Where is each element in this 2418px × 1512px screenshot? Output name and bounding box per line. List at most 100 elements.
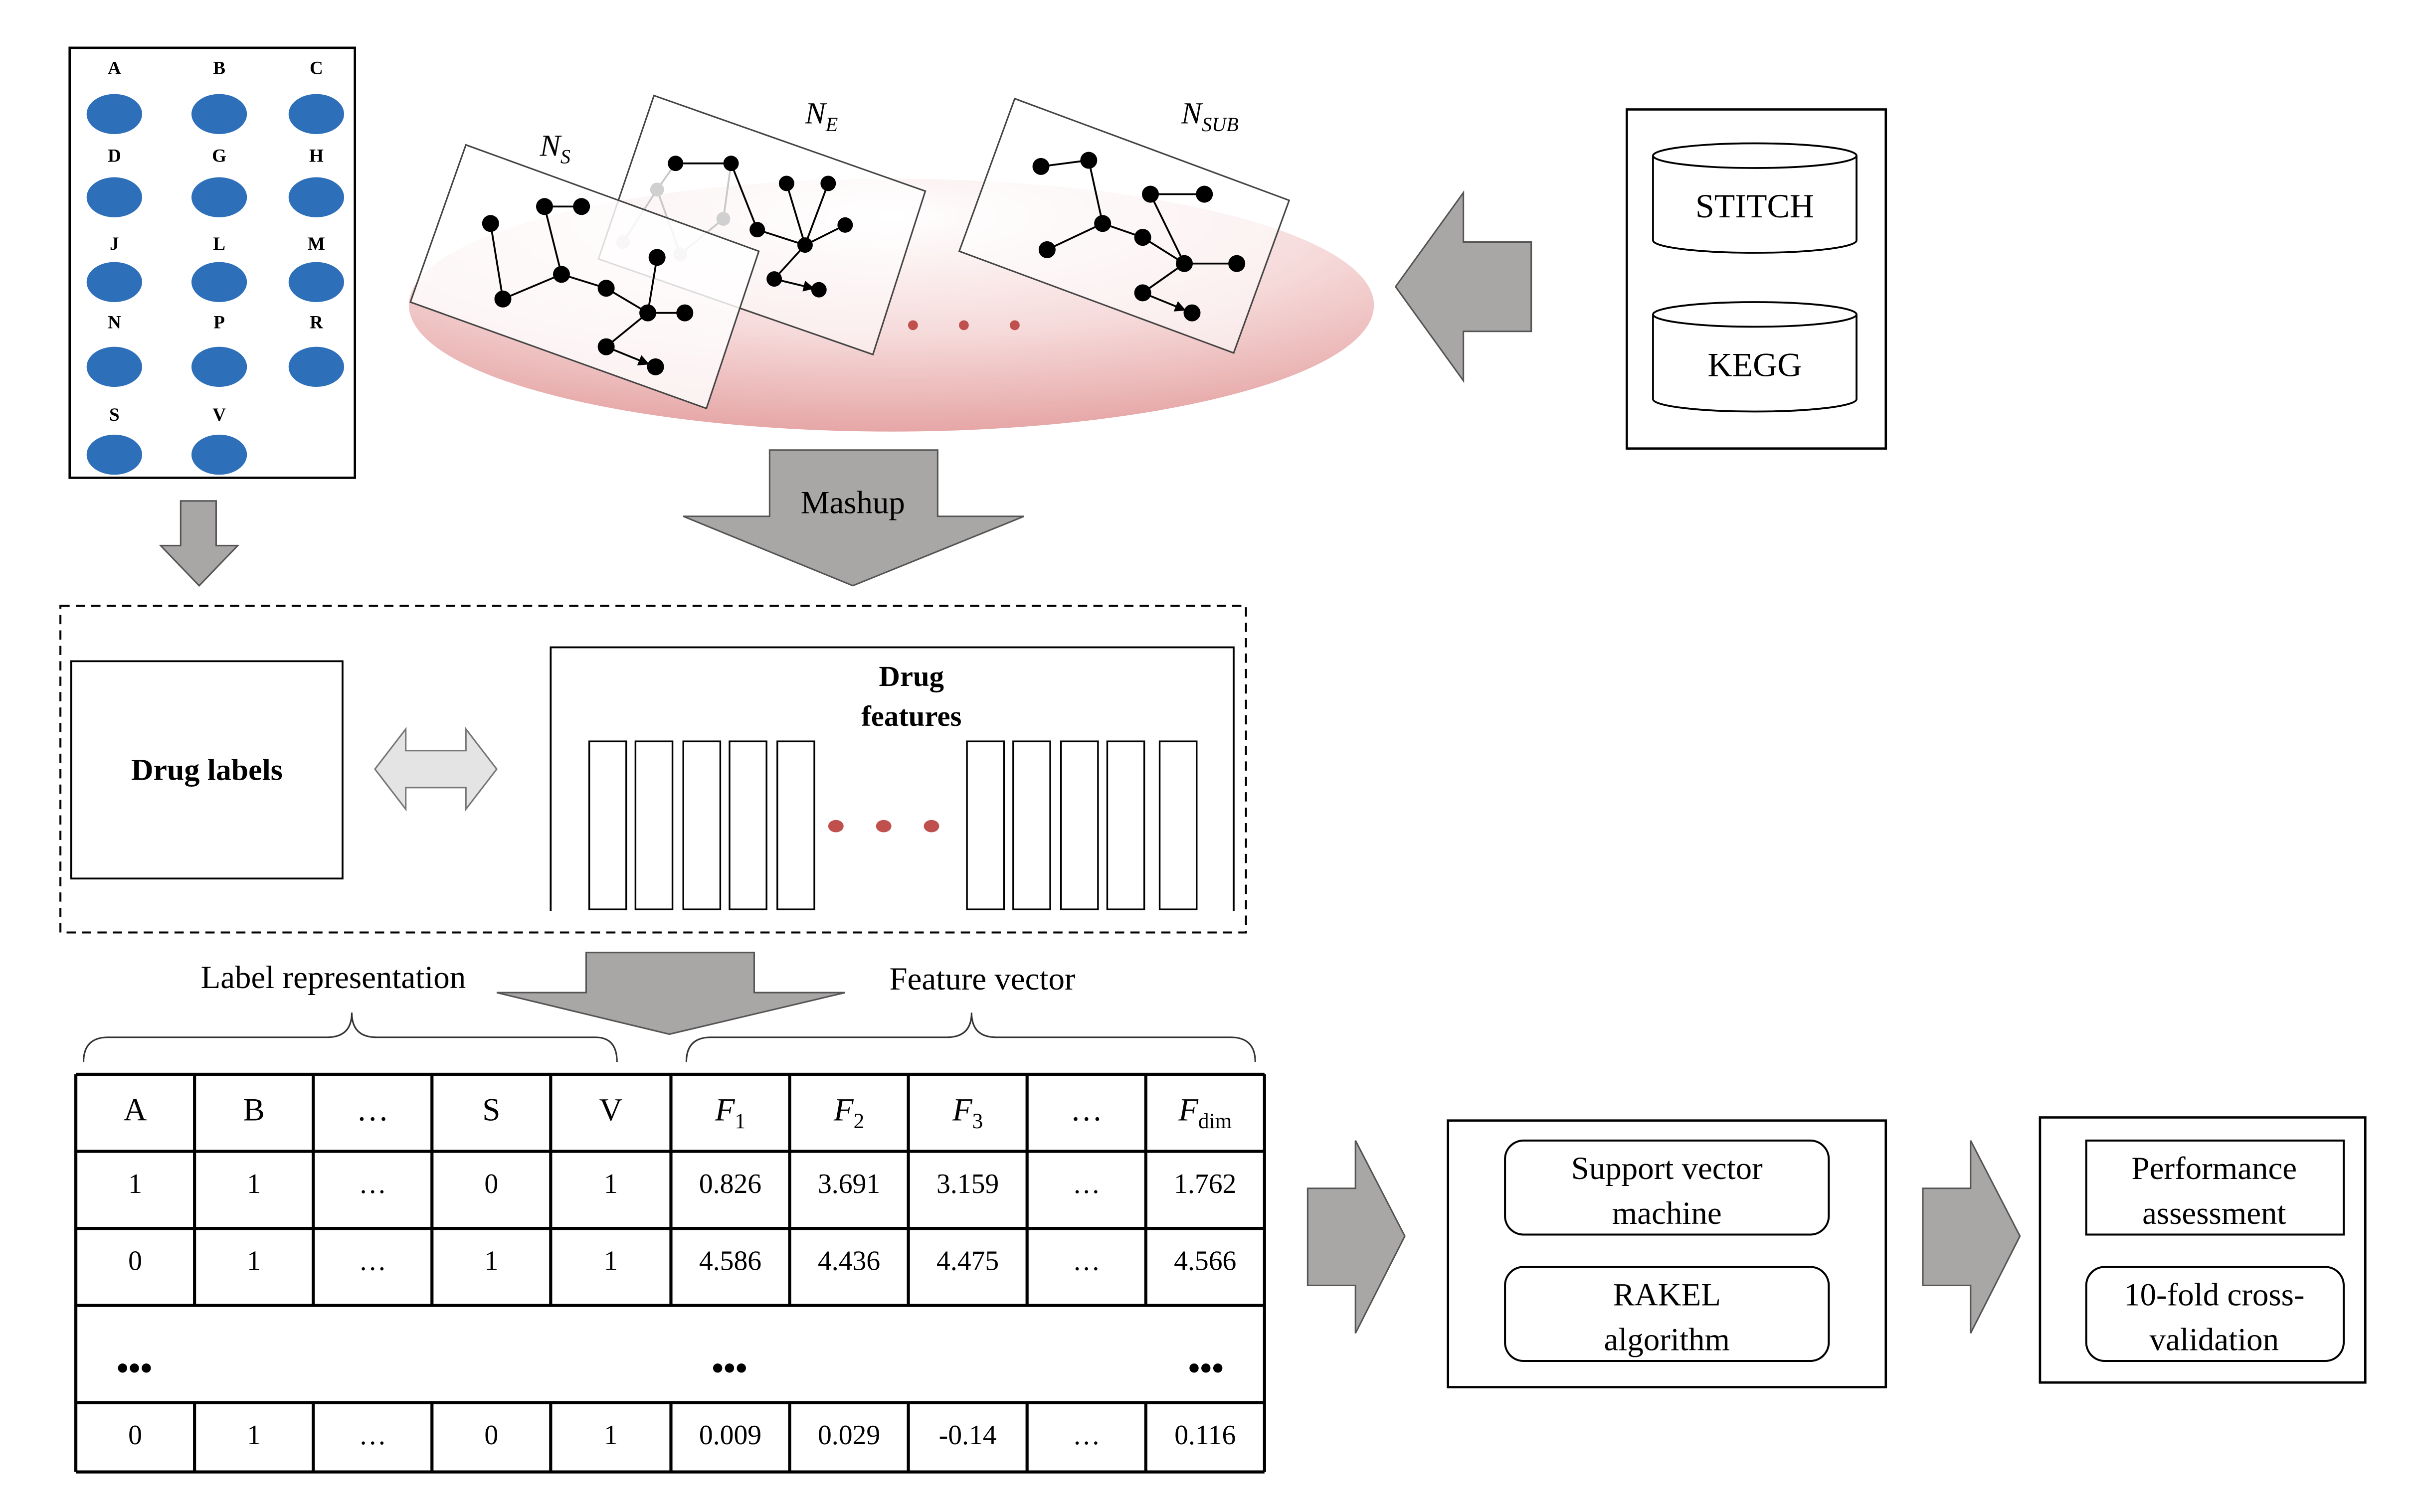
label-node xyxy=(86,262,143,302)
table-header-cell: V xyxy=(599,1092,622,1128)
table-header-cell: S xyxy=(482,1092,500,1128)
table-cell: 1 xyxy=(604,1246,618,1277)
label-letter: R xyxy=(310,313,324,333)
drug-data-region-frame xyxy=(59,605,1247,934)
table-arrow xyxy=(496,952,846,1035)
mashup-arrow xyxy=(683,449,1025,587)
feature-columns-left xyxy=(588,740,815,910)
kegg-database-icon xyxy=(1652,301,1858,413)
left-arrow-databases xyxy=(1394,190,1532,383)
table-header-cell: B xyxy=(243,1092,265,1128)
drug-features-box xyxy=(550,646,1235,911)
label-node xyxy=(191,262,247,302)
table-header-cell: F1 xyxy=(715,1092,745,1133)
right-arrow-classifiers xyxy=(1306,1140,1406,1334)
stitch-label: STITCH xyxy=(1695,187,1814,225)
table-cell: … xyxy=(359,1420,386,1451)
table-header: A B … S V F1 F2 F3 … Fdim xyxy=(124,1092,1232,1133)
right-arrow-evaluation xyxy=(1922,1140,2021,1334)
label-node xyxy=(86,94,143,134)
label-node xyxy=(191,94,247,134)
table-cell: 1.762 xyxy=(1174,1169,1236,1199)
kegg-label: KEGG xyxy=(1708,345,1802,383)
networks-area: NE xyxy=(408,94,1374,432)
table-cell: 0 xyxy=(484,1169,498,1199)
label-letter: D xyxy=(108,146,121,167)
network-ne-title: NE xyxy=(804,96,838,135)
table-cell: 0.116 xyxy=(1174,1420,1236,1451)
label-node xyxy=(86,346,143,387)
table-cell: 1 xyxy=(604,1420,618,1451)
label-representation-text: Label representation xyxy=(201,960,466,996)
cross-validation-label-1: 10-fold cross- xyxy=(2124,1277,2304,1313)
stitch-database-icon xyxy=(1652,142,1858,254)
svm-label-1: Support vector xyxy=(1571,1151,1763,1186)
label-letter: M xyxy=(308,234,325,254)
feature-vector-text: Feature vector xyxy=(889,961,1075,997)
table-cell: … xyxy=(1073,1246,1101,1277)
table-cell: 1 xyxy=(247,1169,261,1199)
label-node xyxy=(288,94,345,134)
feature-table: A B … S V F1 F2 F3 … Fdim 1 1 … 0 1 0.826 3.691 3.159 … 1.… xyxy=(74,1072,1266,1474)
table-cell: … xyxy=(359,1246,386,1277)
label-representation-brace xyxy=(82,1012,618,1062)
performance-box xyxy=(2085,1139,2345,1236)
drug-features-title-1: Drug xyxy=(879,660,944,692)
rakel-box xyxy=(1504,1266,1830,1362)
table-ellipsis-left: ••• xyxy=(117,1349,152,1387)
table-cell: 4.475 xyxy=(936,1246,999,1277)
label-letter: P xyxy=(213,313,225,333)
table-cell: -0.14 xyxy=(939,1420,997,1451)
label-letter: N xyxy=(108,313,121,333)
table-header-cell: F2 xyxy=(833,1092,864,1133)
cross-validation-box xyxy=(2085,1266,2345,1362)
label-node xyxy=(191,346,247,387)
drug-labels-box xyxy=(70,660,344,880)
label-node xyxy=(191,434,247,475)
label-letter: A xyxy=(108,58,121,78)
table-header-cell: F3 xyxy=(952,1092,983,1133)
table-cell: 3.159 xyxy=(936,1169,999,1199)
cross-validation-label-2: validation xyxy=(2150,1322,2279,1357)
table-cell: … xyxy=(1073,1420,1101,1451)
drug-data-region: Drug labels Drug features xyxy=(59,605,1247,934)
table-cell: … xyxy=(359,1169,386,1199)
table-header-cell: A xyxy=(124,1092,147,1128)
table-grid xyxy=(74,1072,1266,1474)
performance-label-2: assessment xyxy=(2142,1195,2286,1231)
label-node xyxy=(191,177,247,217)
label-letter: J xyxy=(110,234,119,254)
double-arrow xyxy=(373,726,498,812)
network-ne: NE xyxy=(597,94,927,356)
label-node xyxy=(288,177,345,217)
table-cell: 3.691 xyxy=(818,1169,880,1199)
network-ellipsis xyxy=(908,320,1020,331)
feature-ellipsis xyxy=(828,820,939,833)
network-ns-frame xyxy=(409,144,760,410)
network-nsub-title: NSUB xyxy=(1181,96,1239,135)
table-header-cell: Fdim xyxy=(1178,1092,1232,1133)
table-cell: 0.009 xyxy=(699,1420,761,1451)
table-ellipsis-mid: ••• xyxy=(712,1349,747,1387)
network-nsub: NSUB xyxy=(958,96,1291,354)
table-cell: 4.566 xyxy=(1174,1246,1236,1277)
table-cell: 4.436 xyxy=(818,1246,880,1277)
database-panel: STITCH KEGG xyxy=(1626,108,1887,450)
table-header-cell: … xyxy=(1070,1092,1103,1128)
table-cell: 1 xyxy=(604,1169,618,1199)
network-ns-title: NS xyxy=(540,129,570,168)
table-cell: 0 xyxy=(484,1420,498,1451)
drug-labels-text: Drug labels xyxy=(131,753,283,787)
table-cell: 0.029 xyxy=(818,1420,880,1451)
table-cell: 4.586 xyxy=(699,1246,761,1277)
table-cell: 0.826 xyxy=(699,1169,761,1199)
table-cell: 1 xyxy=(484,1246,498,1277)
classifier-panel: Support vector machine RAKEL algorithm xyxy=(1447,1119,1887,1388)
table-cell: 1 xyxy=(247,1246,261,1277)
table-cell: … xyxy=(1073,1169,1101,1199)
evaluation-panel: Performance assessment 10-fold cross- va… xyxy=(2039,1116,2367,1384)
table-header-cell: … xyxy=(357,1092,389,1128)
